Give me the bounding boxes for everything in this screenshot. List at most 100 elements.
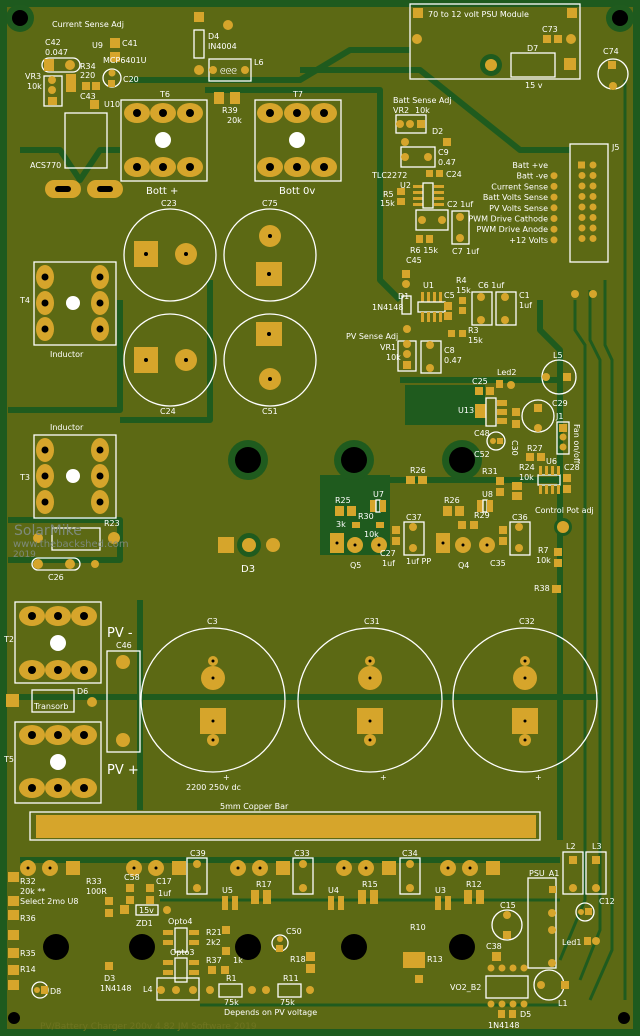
label-c75: C75	[262, 199, 278, 208]
diode-pad	[105, 962, 113, 970]
smd-pad	[464, 890, 472, 904]
label-pv-plus: PV +	[107, 763, 139, 778]
label-c35: C35	[490, 559, 506, 568]
ic-pad	[520, 964, 528, 972]
psu-pad	[548, 909, 556, 917]
capacitor-outline	[140, 627, 286, 773]
drill-hole	[211, 738, 215, 742]
label-led1: Led1	[562, 938, 581, 947]
label-q4: Q4	[458, 561, 469, 570]
label-c42-val: 0.047	[45, 48, 68, 57]
label-r4-val: 15k	[456, 286, 471, 295]
label-vr2-val: 10k	[415, 106, 430, 115]
header-pin	[589, 193, 597, 200]
smd-pad	[328, 896, 334, 910]
resistor-pad	[403, 952, 425, 968]
label-r39: R39	[222, 106, 238, 115]
ic-pad	[498, 1000, 506, 1008]
label-psu-module: 70 to 12 volt PSU Module	[428, 10, 529, 19]
transistor-pad	[66, 861, 80, 875]
j5-test-pad	[550, 172, 558, 180]
label-psu-a1: PSU_A1	[529, 869, 559, 878]
label-d7-val: 15 v	[525, 81, 543, 90]
inductor-outline	[585, 851, 607, 895]
mosfet-drivers: R26 R25 3k U7 R30 10k Q5 C27 1uf C37 1uf…	[330, 466, 531, 570]
drill-hole	[523, 719, 527, 723]
label-t7: T7	[292, 90, 303, 99]
polarity-mark: +	[223, 773, 230, 782]
label-c1: C1	[519, 291, 530, 300]
j5-test-pad	[550, 193, 558, 201]
label-fan-on-off: Fan on/off	[572, 424, 581, 464]
j5-pin-label: PWM Drive Anode	[477, 225, 549, 234]
resistor-pad	[8, 872, 19, 882]
label-c36: C36	[512, 513, 528, 522]
ic-pad	[487, 964, 495, 972]
label-r25: R25	[335, 496, 351, 505]
j5-pin-label: Batt +ve	[512, 161, 548, 170]
header-pin	[589, 172, 597, 179]
label-d5-val: 1N4148	[488, 1021, 519, 1030]
label-r39-val: 20k	[227, 116, 242, 125]
smd-pad	[126, 884, 134, 892]
watermark-url: www.thebackshed.com	[13, 539, 129, 550]
label-r37: R37	[206, 956, 222, 965]
label-c39: C39	[190, 849, 206, 858]
smd-pad	[492, 952, 501, 961]
label-r1: R1	[226, 974, 237, 983]
resistor-pad	[306, 986, 314, 994]
d3-section: D3 R23 C26	[31, 519, 280, 582]
label-l5: L5	[553, 351, 563, 360]
label-r11-val: 75k	[280, 998, 295, 1007]
header-pin	[578, 214, 586, 221]
capacitor-pad	[503, 911, 511, 919]
mounting-holes	[6, 4, 634, 1024]
label-r27: R27	[527, 444, 543, 453]
led-pad	[584, 937, 591, 945]
resistor-outline	[218, 983, 243, 998]
diode-pad	[509, 1010, 516, 1018]
label-c2: C2 1uf	[447, 200, 473, 209]
label-r17: R17	[256, 880, 272, 889]
label-c24-smd: C24	[446, 170, 462, 179]
smd-pad	[222, 896, 228, 910]
capacitor-pad	[585, 908, 592, 915]
label-r13: R13	[427, 955, 443, 964]
psu-pad	[549, 886, 556, 893]
drill-hole	[368, 719, 372, 723]
drill-hole	[364, 866, 368, 870]
label-led2: Led2	[497, 368, 516, 377]
label-c58: C58	[124, 873, 140, 882]
j5-test-pad	[550, 215, 558, 222]
label-r31: R31	[482, 467, 498, 476]
smd-pad	[445, 896, 451, 910]
label-c6: C6 1uf	[478, 281, 504, 290]
capacitor-pad	[299, 884, 307, 892]
j5-pin-label: Batt -ve	[516, 172, 548, 181]
smd-pad	[163, 970, 173, 975]
inductor-pad	[172, 986, 180, 994]
header-pin	[578, 235, 586, 242]
header-pin	[578, 193, 586, 200]
label-d3: D3	[241, 564, 255, 575]
transistor-pad	[276, 861, 290, 875]
j5-test-pad	[550, 236, 558, 244]
label-r7-val: 10k	[536, 556, 551, 565]
label-acs770: ACS770	[30, 161, 61, 170]
transistor-pad	[172, 861, 186, 875]
label-c28: C28	[564, 463, 580, 472]
drill-hole	[258, 866, 262, 870]
label-r30-val: 10k	[364, 530, 379, 539]
label-r37-val: 1k	[233, 956, 243, 965]
label-c48: C48	[474, 429, 490, 438]
label-r26-b: R26	[444, 496, 460, 505]
drill-hole	[154, 866, 158, 870]
ic-pad	[509, 964, 517, 972]
capacitor-pad	[299, 860, 307, 868]
watermark-year: 2019	[13, 550, 36, 560]
label-copper-bar: 5mm Copper Bar	[220, 802, 289, 811]
watermark-solarmike: SolarMike	[14, 523, 82, 539]
label-r14: R14	[20, 965, 36, 974]
transorb-d6: Transorb D6	[6, 687, 97, 713]
